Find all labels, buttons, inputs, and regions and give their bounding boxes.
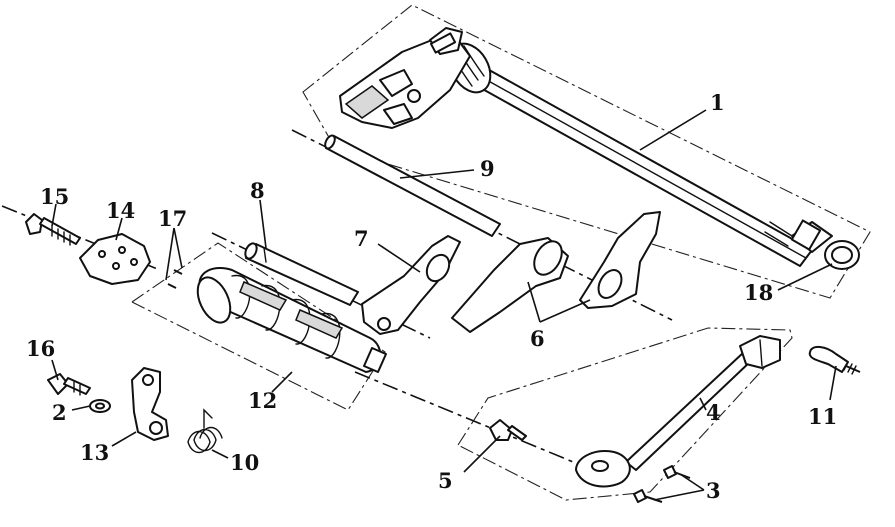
leader-1 [639, 109, 707, 151]
stopper-spring-part [187, 408, 223, 454]
leader-6a [527, 281, 541, 323]
leader-17a [165, 227, 175, 281]
callout-3: 3 [706, 478, 721, 503]
stopper-plate-part [79, 233, 151, 285]
callout-8: 8 [250, 178, 265, 203]
callout-15: 15 [40, 184, 69, 209]
bolt-16-part [47, 373, 91, 396]
callout-18: 18 [744, 280, 773, 305]
shift-pedal-group-box [457, 327, 793, 501]
callout-7: 7 [354, 226, 369, 251]
callout-9: 9 [480, 156, 495, 181]
leader-18 [777, 263, 833, 291]
callout-5: 5 [438, 468, 453, 493]
callout-6: 6 [530, 326, 545, 351]
leader-10 [211, 449, 229, 459]
pedal-axis-centerline [354, 371, 613, 479]
leader-12 [271, 371, 293, 393]
shift-fork-center-part [361, 235, 461, 335]
leader-15 [51, 203, 57, 227]
callout-10: 10 [230, 450, 259, 475]
shift-fork-shaft-part [324, 134, 501, 237]
stopper-arm-part [131, 367, 169, 441]
leader-11 [829, 365, 837, 401]
leader-4 [699, 397, 707, 411]
callout-11: 11 [808, 404, 837, 429]
shift-forks-pair-part [451, 211, 661, 333]
callout-14: 14 [106, 198, 135, 223]
callout-16: 16 [26, 336, 55, 361]
callout-1: 1 [710, 90, 725, 115]
callout-17: 17 [158, 206, 187, 231]
callout-12: 12 [248, 388, 277, 413]
bolt-15-part [25, 213, 81, 246]
leader-7 [377, 243, 421, 273]
oil-seal-part [824, 240, 860, 270]
callout-4: 4 [706, 400, 721, 425]
leader-17b [173, 227, 183, 269]
washer-part [89, 399, 111, 413]
callout-2: 2 [52, 400, 67, 425]
drum-pins-part [167, 269, 183, 289]
pivot-bolt-part [489, 419, 527, 441]
pedal-screws-part [633, 465, 691, 503]
pedal-rubber-part [808, 346, 861, 375]
leader-6b [539, 299, 591, 323]
leader-13 [111, 431, 137, 447]
shift-drum-group-box [130, 242, 386, 411]
leader-14 [115, 217, 123, 241]
drum-shaft-part [244, 242, 359, 306]
leader-8 [259, 199, 267, 249]
leader-16 [51, 359, 59, 381]
leader-3b [653, 489, 705, 501]
gear-shift-pedal-part [575, 335, 781, 488]
leader-3a [679, 473, 705, 491]
leader-5 [463, 435, 501, 473]
shift-drum-part [196, 267, 387, 373]
leader-9 [399, 169, 475, 179]
callout-13: 13 [80, 440, 109, 465]
gear-shift-shaft-part [339, 27, 833, 267]
leader-2 [71, 405, 91, 411]
